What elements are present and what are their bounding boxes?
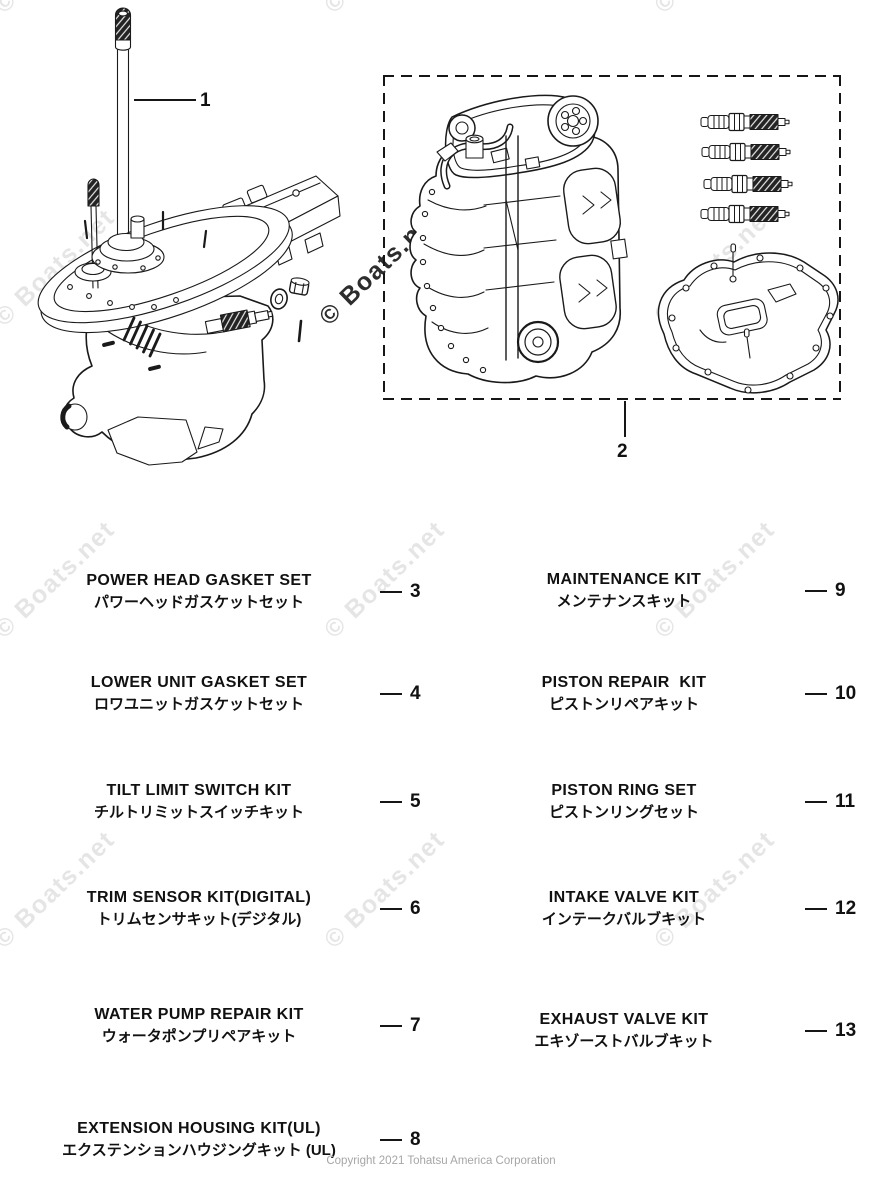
kit-name-en: EXTENSION HOUSING KIT(UL)	[77, 1120, 321, 1138]
kit-part-number: 13	[835, 1020, 857, 1041]
kit-tilt-limit-switch-kit: TILT LIMIT SWITCH KIT チルトリミットスイッチキット 5	[18, 763, 421, 840]
kit-name-en: POWER HEAD GASKET SET	[86, 571, 312, 589]
kit-lower-unit-gasket-set: LOWER UNIT GASKET SET ロワユニットガスケットセット 4	[18, 655, 421, 733]
kit-part-number: 8	[410, 1129, 421, 1150]
label-1-leader-line	[134, 99, 196, 101]
kit-name-en: EXHAUST VALVE KIT	[539, 1011, 709, 1029]
gasket-drawing	[657, 243, 839, 394]
label-2-leader-line	[624, 401, 626, 437]
kit-box: EXHAUST VALVE KIT エキゾーストバルブキット	[443, 988, 805, 1074]
kit-name-jp: ピストンリペアキット	[548, 696, 699, 714]
kit-leader-line	[380, 800, 402, 803]
kit-name-jp: エクステンションハウジングキット (UL)	[62, 1142, 336, 1160]
kit-part-number: 3	[410, 580, 421, 602]
kit-name-jp: トリムセンサキット(デジタル)	[96, 911, 302, 929]
kit-maintenance-kit: MAINTENANCE KIT メンテナンスキット 9	[443, 552, 846, 629]
kit-intake-valve-kit: INTAKE VALVE KIT インテークバルブキット 12	[443, 870, 856, 948]
spark-plugs-drawing	[700, 112, 793, 224]
kit-name-jp: ロワユニットガスケットセット	[93, 696, 304, 714]
copyright-text: Copyright 2021 Tohatsu America Corporati…	[326, 1155, 556, 1167]
kit-name-en: LOWER UNIT GASKET SET	[90, 674, 308, 692]
kit-part-number: 7	[410, 1015, 421, 1036]
kit-name-en: TILT LIMIT SWITCH KIT	[106, 781, 292, 799]
kit-name-en: WATER PUMP REPAIR KIT	[94, 1006, 304, 1024]
lower-unit-drawing	[37, 7, 341, 466]
kit-part-number: 9	[835, 579, 846, 601]
kit-power-head-gasket-set: POWER HEAD GASKET SET パワーヘッドガスケットセット 3	[18, 553, 421, 630]
kit-part-number: 11	[835, 790, 856, 812]
power-head-drawing	[409, 94, 628, 384]
kit-box: WATER PUMP REPAIR KIT ウォータポンプリペアキット	[18, 988, 380, 1064]
part-label-1: 1	[200, 90, 211, 111]
diagram-artwork	[37, 7, 839, 466]
kit-part-number: 10	[835, 683, 857, 704]
kit-name-en: INTAKE VALVE KIT	[548, 889, 700, 907]
kit-piston-ring-set: PISTON RING SET ピストンリングセット 11	[443, 763, 855, 840]
kit-piston-repair-kit: PISTON REPAIR KIT ピストンリペアキット 10	[443, 655, 857, 733]
kit-leader-line	[805, 693, 827, 695]
kit-name-jp: ウォータポンプリペアキット	[101, 1028, 297, 1046]
kit-leader-line	[805, 589, 827, 592]
kit-name-jp: インテークバルブキット	[541, 911, 707, 929]
kit-name-en: PISTON REPAIR KIT	[541, 674, 707, 692]
kit-part-number: 4	[410, 683, 421, 704]
kit-extension-housing-kit-ul: EXTENSION HOUSING KIT(UL) エクステンションハウジングキ…	[18, 1102, 421, 1178]
kit-box: POWER HEAD GASKET SET パワーヘッドガスケットセット	[18, 553, 380, 630]
part-label-2: 2	[617, 441, 628, 462]
kit-name-jp: ピストンリングセット	[548, 803, 699, 821]
kit-box: PISTON REPAIR KIT ピストンリペアキット	[443, 655, 805, 733]
kit-leader-line	[805, 1030, 827, 1032]
kit-name-jp: メンテナンスキット	[556, 592, 692, 610]
kit-part-number: 12	[835, 898, 857, 919]
kit-leader-line	[380, 1025, 402, 1027]
kit-name-en: TRIM SENSOR KIT(DIGITAL)	[86, 889, 312, 907]
kit-part-number: 6	[410, 898, 421, 919]
kit-box: EXTENSION HOUSING KIT(UL) エクステンションハウジングキ…	[18, 1102, 380, 1178]
kit-water-pump-repair-kit: WATER PUMP REPAIR KIT ウォータポンプリペアキット 7	[18, 988, 421, 1064]
kit-name-jp: エキゾーストバルブキット	[534, 1033, 714, 1051]
kit-trim-sensor-kit-digital: TRIM SENSOR KIT(DIGITAL) トリムセンサキット(デジタル)…	[18, 870, 421, 948]
kit-name-en: PISTON RING SET	[551, 781, 697, 799]
kit-name-jp: チルトリミットスイッチキット	[93, 803, 304, 821]
kit-exhaust-valve-kit: EXHAUST VALVE KIT エキゾーストバルブキット 13	[443, 988, 856, 1074]
kit-box: MAINTENANCE KIT メンテナンスキット	[443, 552, 805, 629]
kit-name-en: MAINTENANCE KIT	[546, 570, 702, 588]
kit-leader-line	[380, 1139, 402, 1141]
kit-name-jp: パワーヘッドガスケットセット	[93, 593, 304, 611]
kit-box: TILT LIMIT SWITCH KIT チルトリミットスイッチキット	[18, 763, 380, 840]
kit-box: LOWER UNIT GASKET SET ロワユニットガスケットセット	[18, 655, 380, 733]
kit-leader-line	[805, 908, 827, 910]
kit-leader-line	[380, 908, 402, 910]
kit-box: INTAKE VALVE KIT インテークバルブキット	[443, 870, 805, 948]
kit-box: TRIM SENSOR KIT(DIGITAL) トリムセンサキット(デジタル)	[18, 870, 380, 948]
kit-leader-line	[380, 693, 402, 695]
kit-leader-line	[805, 800, 827, 803]
kit-box: PISTON RING SET ピストンリングセット	[443, 763, 805, 840]
kit-part-number: 5	[410, 790, 421, 812]
kit-leader-line	[380, 590, 402, 593]
